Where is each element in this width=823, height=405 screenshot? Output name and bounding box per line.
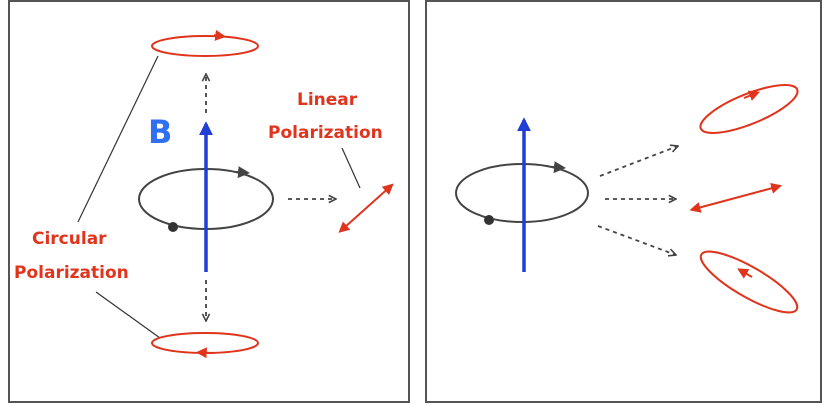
left-panel-frame [8, 0, 410, 403]
electron-orbit-right [455, 163, 589, 223]
orbit-direction-arrow-left [235, 166, 250, 179]
circular-direction-arrow-top [213, 29, 227, 41]
orbit-direction-arrow-right [551, 161, 566, 174]
circular-label-line2: Polarization [14, 263, 129, 283]
circular-leader-top [77, 55, 159, 223]
linear-label-line1: Linear [297, 90, 358, 110]
circular-polarization-bottom [151, 332, 259, 354]
elliptical-polarization-upper [699, 84, 799, 134]
electron-dot-right [484, 215, 494, 225]
elliptical-direction-arrow-lower [737, 268, 753, 279]
circular-direction-arrow-bottom [195, 347, 215, 359]
linear-polarization-arrow [338, 183, 394, 233]
field-label-b: B [148, 113, 172, 151]
circular-polarization-top [151, 35, 259, 57]
linear-leader [341, 147, 361, 189]
emission-arrow-upper [599, 146, 678, 177]
electron-dot-left [168, 222, 178, 232]
right-panel-frame [425, 0, 822, 403]
elliptical-direction-arrow-upper [743, 90, 761, 101]
linear-polarization-arrow-right [689, 182, 783, 213]
linear-label-line2: Polarization [268, 123, 383, 143]
circular-leader-bottom [95, 291, 161, 339]
circular-label-line1: Circular [32, 229, 107, 249]
emission-arrow-lower [597, 225, 676, 255]
elliptical-polarization-lower [699, 250, 799, 314]
